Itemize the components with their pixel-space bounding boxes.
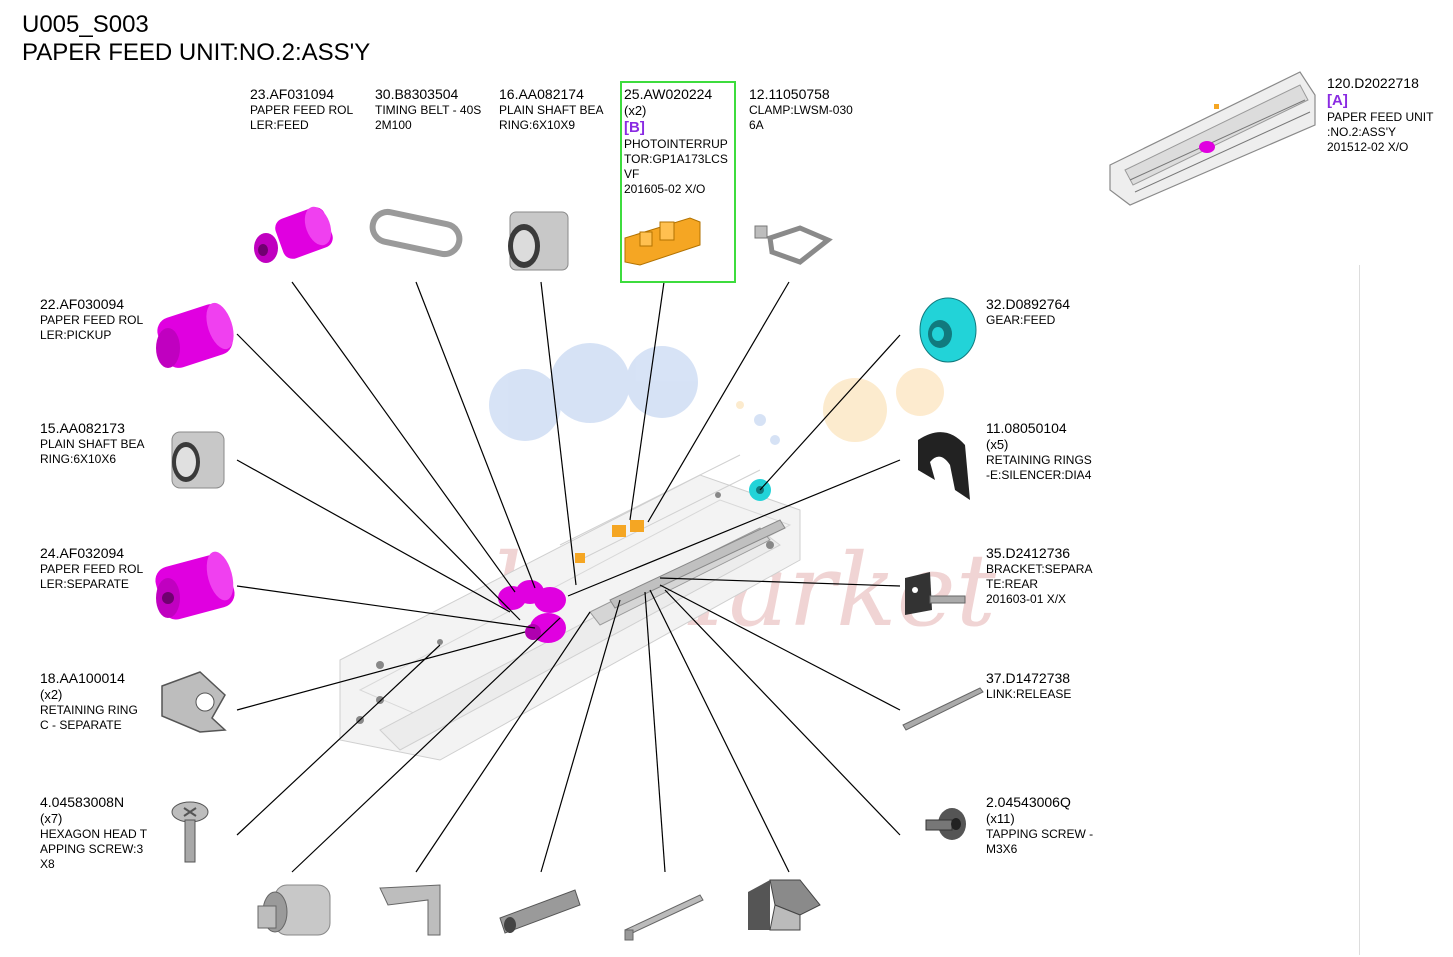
clamp-icon (754, 225, 833, 265)
callout-part-15[interactable]: 15.AA082173 PLAIN SHAFT BEA RING:6X10X6 (40, 420, 144, 467)
callout-part-22[interactable]: 22.AF030094 PAPER FEED ROL LER:PICKUP (40, 296, 143, 343)
part-number: 37.D1472738 (986, 670, 1071, 686)
part-number: 23.AF031094 (250, 86, 335, 102)
page-code: U005_S003 (22, 11, 149, 38)
part-number: 30.B8303504 (375, 86, 459, 102)
bearing-icon (508, 211, 569, 271)
callout-part-12[interactable]: 12.11050758 CLAMP:LWSM-030 6A (749, 86, 853, 133)
feed-roller-icon (254, 206, 333, 263)
link-rod-icon (624, 894, 704, 941)
part-description: PAPER FEED ROL LER:SEPARATE (40, 562, 144, 591)
timing-belt-icon (369, 208, 463, 258)
part-number: 35.D2412736 (986, 545, 1071, 561)
photointerrupter-icon (624, 217, 701, 266)
part-tag: [B] (624, 119, 645, 136)
bracket-icon (905, 572, 966, 615)
retaining-ring-icon (161, 671, 227, 733)
part-number: 120.D2022718 (1327, 75, 1419, 91)
bearing-icon (171, 431, 225, 489)
holder-icon (748, 879, 821, 931)
part-number: 24.AF032094 (40, 545, 125, 561)
part-description: PHOTOINTERRUP TOR:GP1A173LCS VF (624, 137, 728, 181)
part-quantity: (x11) (986, 811, 1015, 826)
part-description: PAPER FEED ROL LER:PICKUP (40, 313, 144, 342)
assembly-thumbnail-icon (1109, 71, 1316, 206)
part-revision: 201603-01 X/X (986, 592, 1067, 606)
part-description: RETAINING RINGS -E:SILENCER:DIA4 (986, 453, 1092, 482)
part-number: 12.11050758 (749, 86, 830, 102)
callout-part-25[interactable]: 25.AW020224 (x2) [B] PHOTOINTERRUP TOR:G… (624, 86, 728, 197)
callout-assembly[interactable]: 120.D2022718 [A] PAPER FEED UNIT :NO.2:A… (1327, 75, 1433, 155)
part-quantity: (x2) (40, 687, 63, 702)
part-description: CLAMP:LWSM-030 6A (749, 103, 853, 132)
part-description: BRACKET:SEPARA TE:REAR (986, 562, 1093, 591)
part-description: HEXAGON HEAD T APPING SCREW:3 X8 (40, 827, 148, 871)
part-quantity: (x7) (40, 811, 63, 826)
part-number: 16.AA082174 (499, 86, 584, 102)
callout-part-16[interactable]: 16.AA082174 PLAIN SHAFT BEA RING:6X10X9 (499, 86, 603, 133)
divider-line (1359, 265, 1360, 955)
part-description: LINK:RELEASE (986, 687, 1072, 701)
e-ring-icon (918, 432, 970, 500)
part-description: PAPER FEED UNIT :NO.2:ASS'Y (1327, 110, 1434, 139)
part-number: 32.D0892764 (986, 296, 1071, 312)
lever-icon (379, 884, 441, 936)
leader-lines (236, 281, 901, 873)
callout-part-11[interactable]: 11.08050104 (x5) RETAINING RINGS -E:SILE… (986, 420, 1092, 483)
part-quantity: (x2) (624, 103, 647, 118)
part-revision: 201605-02 X/O (624, 182, 706, 196)
gear-icon (919, 297, 977, 363)
part-number: 22.AF030094 (40, 296, 125, 312)
callout-part-24[interactable]: 24.AF032094 PAPER FEED ROL LER:SEPARATE (40, 545, 143, 592)
part-number: 4.04583008N (40, 794, 125, 810)
link-icon (902, 687, 984, 731)
part-description: PLAIN SHAFT BEA RING:6X10X9 (499, 103, 604, 132)
highlight-box-photointerrupter (620, 81, 736, 283)
callout-part-2[interactable]: 2.04543006Q (x11) TAPPING SCREW - M3X6 (986, 794, 1093, 857)
part-description: PAPER FEED ROL LER:FEED (250, 103, 354, 132)
part-description: TIMING BELT - 40S 2M100 (375, 103, 482, 132)
tapping-screw-icon (925, 808, 966, 840)
part-description: TAPPING SCREW - M3X6 (986, 827, 1094, 856)
callout-part-4[interactable]: 4.04583008N (x7) HEXAGON HEAD T APPING S… (40, 794, 147, 872)
part-description: RETAINING RING C - SEPARATE (40, 703, 138, 732)
part-number: 25.AW020224 (624, 86, 713, 102)
part-number: 2.04543006Q (986, 794, 1071, 810)
part-description: GEAR:FEED (986, 313, 1056, 327)
part-tag: [A] (1327, 92, 1348, 109)
page-title: PAPER FEED UNIT:NO.2:ASS'Y (22, 39, 371, 66)
callout-part-30[interactable]: 30.B8303504 TIMING BELT - 40S 2M100 (375, 86, 481, 133)
part-number: 18.AA100014 (40, 670, 125, 686)
main-assembly-drawing (339, 454, 801, 761)
part-description: PLAIN SHAFT BEA RING:6X10X6 (40, 437, 145, 466)
pickup-roller-icon (156, 302, 234, 368)
part-number: 15.AA082173 (40, 420, 125, 436)
roller-gear-icon (257, 884, 331, 936)
callout-part-23[interactable]: 23.AF031094 PAPER FEED ROL LER:FEED (250, 86, 353, 133)
callout-part-18[interactable]: 18.AA100014 (x2) RETAINING RING C - SEPA… (40, 670, 138, 733)
shaft-icon (499, 889, 581, 934)
part-quantity: (x5) (986, 437, 1009, 452)
callout-part-35[interactable]: 35.D2412736 BRACKET:SEPARA TE:REAR 20160… (986, 545, 1092, 607)
separate-roller-icon (155, 551, 235, 620)
part-number: 11.08050104 (986, 420, 1067, 436)
hex-screw-icon (171, 801, 209, 863)
callout-part-32[interactable]: 32.D0892764 GEAR:FEED (986, 296, 1070, 328)
callout-part-37[interactable]: 37.D1472738 LINK:RELEASE (986, 670, 1071, 702)
part-revision: 201512-02 X/O (1327, 140, 1409, 154)
